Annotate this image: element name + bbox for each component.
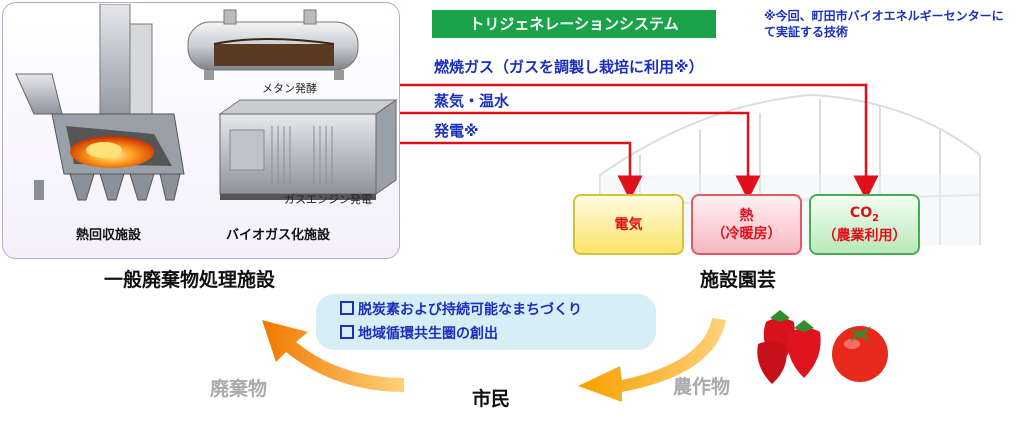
arrow-to-citizen-icon xyxy=(578,318,726,402)
arrow-to-facility-icon xyxy=(262,320,404,392)
steam-line xyxy=(400,111,761,201)
steam-label: 蒸気・温水 xyxy=(434,92,510,110)
heat-sub-label: （冷暖房） xyxy=(711,225,782,242)
system-title: トリジェネレーションシステム xyxy=(432,10,716,38)
strawberry-icon xyxy=(757,341,787,384)
note: ※今回、町田市バイオエネルギーセンターにて実証する技術 xyxy=(764,9,1004,39)
co2-box: CO2 （農業利用） xyxy=(809,194,920,255)
goals-box xyxy=(316,294,656,350)
waste-label: 廃棄物 xyxy=(210,378,268,400)
power-line xyxy=(400,141,643,201)
crops-label: 農作物 xyxy=(673,376,731,398)
checkbox-icon xyxy=(340,301,354,315)
electricity-box: 電気 xyxy=(573,194,684,255)
heat-recovery-label: 熱回収施設 xyxy=(76,228,142,243)
combustion-gas-label: 燃焼ガス（ガスを調製し栽培に利用※） xyxy=(434,58,704,76)
facility-illustration xyxy=(15,4,398,201)
facility-title: 一般廃棄物処理施設 xyxy=(104,269,276,291)
horticulture-title: 施設園芸 xyxy=(700,269,777,291)
goal-item: 脱炭素および持続可能なまちづくり xyxy=(340,299,582,319)
checkbox-icon xyxy=(340,325,354,339)
goal-item: 地域循環共生圏の創出 xyxy=(340,323,498,343)
citizen-label: 市民 xyxy=(472,388,511,410)
co2-sub-label: （農業利用） xyxy=(822,228,907,245)
incinerator-icon xyxy=(15,4,185,201)
co2-label: CO xyxy=(849,204,873,221)
strawberry-icon xyxy=(787,320,821,378)
produce-illustration xyxy=(757,310,888,384)
methane-label: メタン発酵 xyxy=(262,82,317,95)
gas-engine-label: ガスエンジン発電 xyxy=(284,193,372,206)
heat-box: 熱 （冷暖房） xyxy=(691,194,802,255)
electricity-label: 電気 xyxy=(614,216,643,233)
methane-tank-icon xyxy=(187,9,359,80)
gas-engine-icon xyxy=(218,99,398,200)
heat-label: 熱 xyxy=(739,207,754,224)
co2-subscript: 2 xyxy=(872,212,880,224)
combustion-gas-line xyxy=(400,83,879,201)
tomato-icon xyxy=(832,326,888,382)
biogas-label: バイオガス化施設 xyxy=(226,228,331,243)
power-label: 発電※ xyxy=(434,122,479,140)
